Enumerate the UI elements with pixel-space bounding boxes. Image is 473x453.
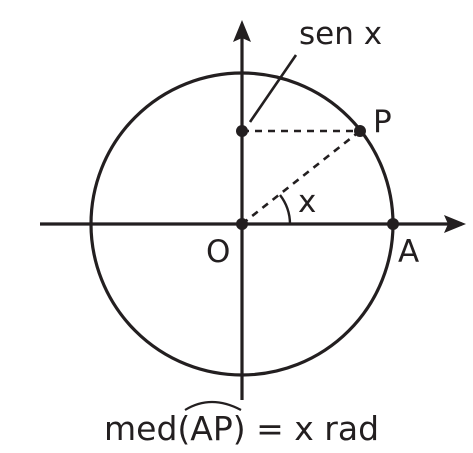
origin-label: O xyxy=(206,234,230,270)
angle-arc xyxy=(279,194,292,225)
sine-label: sen x xyxy=(299,16,382,52)
point-p xyxy=(354,125,366,137)
y-axis-arrowhead xyxy=(233,20,251,42)
point-p-label: P xyxy=(373,104,392,140)
point-o xyxy=(236,218,248,230)
point-a-label: A xyxy=(398,234,419,270)
caption-arc: AP xyxy=(190,409,232,448)
sine-leader-line xyxy=(248,54,298,123)
point-a xyxy=(387,218,399,230)
angle-label: x xyxy=(298,184,316,220)
caption-prefix: med( xyxy=(104,409,190,448)
x-axis-arrowhead xyxy=(444,215,466,233)
caption-arc-mark xyxy=(184,400,242,411)
caption: med(AP) = x rad xyxy=(104,409,379,448)
caption-suffix: ) = x rad xyxy=(233,409,379,448)
point-sine xyxy=(236,125,248,137)
